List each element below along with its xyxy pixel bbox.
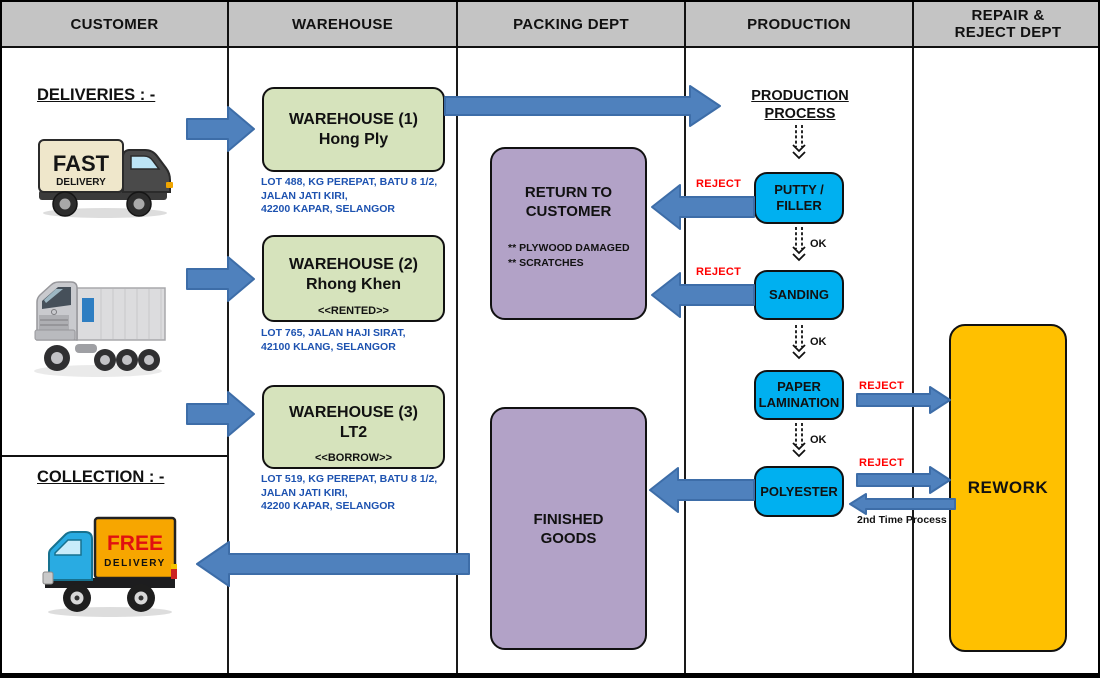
lane-divider (912, 48, 914, 676)
lane-header-label: CUSTOMER (70, 15, 159, 33)
lane-header-packing: PACKING DEPT (458, 2, 686, 48)
heading-line: PROCESS (764, 106, 836, 122)
lane-header-label: PRODUCTION (747, 15, 851, 33)
arrow-rework-return-to-polyester (849, 493, 956, 515)
lane-header-repair: REPAIR & REJECT DEPT (914, 2, 1098, 48)
lane-divider (456, 48, 458, 676)
address-line: 42200 KAPAR, SELANGOR (261, 203, 396, 215)
step-polyester-box: POLYESTER (754, 466, 844, 517)
flow-connector-icon (792, 325, 806, 360)
lane-header-label: REPAIR & REJECT DEPT (954, 7, 1062, 41)
ok-label: OK (810, 434, 827, 446)
container-lorry-image (34, 281, 166, 377)
return-box-title: RETURN TO CUSTOMER (524, 184, 613, 220)
step-paper-lamination-box: PAPER LAMINATION (754, 370, 844, 420)
step-putty-filler-box: PUTTY / FILLER (754, 172, 844, 224)
return-box-notes: ** PLYWOOD DAMAGED ** SCRATCHES (492, 241, 630, 271)
address-line: JALAN JATI KIRI, (261, 486, 348, 499)
collection-heading: COLLECTION : - (37, 468, 165, 486)
note-line: ** SCRATCHES (508, 257, 584, 269)
warehouse-tag: <<BORROW>> (314, 452, 393, 464)
heading-line: PRODUCTION (751, 88, 849, 104)
free-truck-text: DELIVERY (104, 558, 166, 569)
lane-divider (684, 48, 686, 676)
note-line: ** PLYWOOD DAMAGED (508, 242, 630, 254)
deliveries-heading: DELIVERIES : - (37, 86, 156, 104)
arrow-warehouse-to-production (444, 85, 721, 127)
flow-connector-icon (792, 125, 806, 160)
free-delivery-truck-image: FREE DELIVERY (42, 516, 177, 617)
second-time-process-label: 2nd Time Process (857, 514, 947, 526)
warehouse-title: WAREHOUSE (1) (289, 110, 418, 128)
reject-label: REJECT (859, 380, 905, 392)
reject-label: REJECT (859, 457, 905, 469)
address-line: JALAN JATI KIRI, (261, 189, 348, 202)
bottom-border (2, 673, 1098, 676)
arrow-putty-reject-to-return (651, 184, 755, 230)
address-line: LOT 488, KG PEREPAT, BATU 8 1/2, (261, 176, 438, 188)
step-label: PAPER LAMINATION (758, 379, 840, 410)
step-sanding-box: SANDING (754, 270, 844, 320)
lane-header-warehouse: WAREHOUSE (229, 2, 458, 48)
warehouse-name: Hong Ply (318, 130, 389, 148)
warehouse-name: LT2 (339, 424, 368, 441)
arrow-sanding-reject-to-return (651, 272, 755, 318)
step-label: POLYESTER (760, 483, 838, 499)
free-truck-text: FREE (107, 532, 163, 555)
ok-label: OK (810, 336, 827, 348)
warehouse-2-address: LOT 765, JALAN HAJI SIRAT, 42100 KLANG, … (261, 327, 457, 354)
lane-divider (227, 48, 229, 676)
finished-box-title: FINISHED GOODS (533, 510, 604, 547)
lane-header-label: PACKING DEPT (513, 15, 629, 33)
address-line: 42200 KAPAR, SELANGOR (261, 500, 396, 512)
warehouse-3-box: WAREHOUSE (3) LT2 <<BORROW>> (262, 385, 445, 469)
lane-header-label: WAREHOUSE (291, 15, 394, 33)
arrow-customer-to-warehouse3 (186, 391, 255, 437)
fast-truck-text: DELIVERY (56, 177, 106, 188)
fast-truck-text: FAST (53, 151, 110, 176)
arrow-polyester-to-finished-goods (649, 467, 755, 513)
reject-label: REJECT (696, 266, 742, 278)
lane-header-customer: CUSTOMER (2, 2, 229, 48)
ok-label: OK (810, 238, 827, 250)
step-label: PUTTY / FILLER (774, 182, 824, 213)
finished-goods-box: FINISHED GOODS (490, 407, 647, 650)
step-label: SANDING (769, 287, 829, 302)
address-line: 42100 KLANG, SELANGOR (261, 340, 396, 353)
rework-label: REWORK (967, 478, 1049, 497)
arrow-customer-to-warehouse2 (186, 256, 255, 302)
warehouse-title: WAREHOUSE (3) (289, 404, 418, 421)
fast-delivery-truck-image: FAST DELIVERY (38, 139, 173, 218)
warehouse-3-address: LOT 519, KG PEREPAT, BATU 8 1/2, JALAN J… (261, 473, 457, 514)
warehouse-title: WAREHOUSE (2) (289, 255, 418, 273)
warehouse-1-box: WAREHOUSE (1) Hong Ply (262, 87, 445, 172)
address-line: LOT 519, KG PEREPAT, BATU 8 1/2, (261, 473, 438, 485)
warehouse-name: Rhong Khen (305, 275, 402, 293)
reject-label: REJECT (696, 178, 742, 190)
warehouse-tag: <<RENTED>> (318, 305, 389, 317)
address-line: LOT 765, JALAN HAJI SIRAT, (261, 327, 406, 339)
arrow-finished-goods-to-customer (196, 541, 470, 587)
flow-connector-icon (792, 227, 806, 262)
arrow-customer-to-warehouse1 (186, 106, 255, 152)
customer-section-divider (2, 455, 227, 457)
arrow-polyester-reject-to-rework (856, 466, 951, 494)
production-process-heading: PRODUCTION PROCESS (686, 87, 914, 123)
return-to-customer-box: RETURN TO CUSTOMER ** PLYWOOD DAMAGED **… (490, 147, 647, 320)
warehouse-2-box: WAREHOUSE (2) Rhong Khen <<RENTED>> (262, 235, 445, 322)
flow-connector-icon (792, 423, 806, 458)
arrow-paper-reject-to-rework (856, 386, 951, 414)
lane-header-production: PRODUCTION (686, 2, 914, 48)
warehouse-1-address: LOT 488, KG PEREPAT, BATU 8 1/2, JALAN J… (261, 176, 457, 217)
rework-box: REWORK (949, 324, 1067, 652)
